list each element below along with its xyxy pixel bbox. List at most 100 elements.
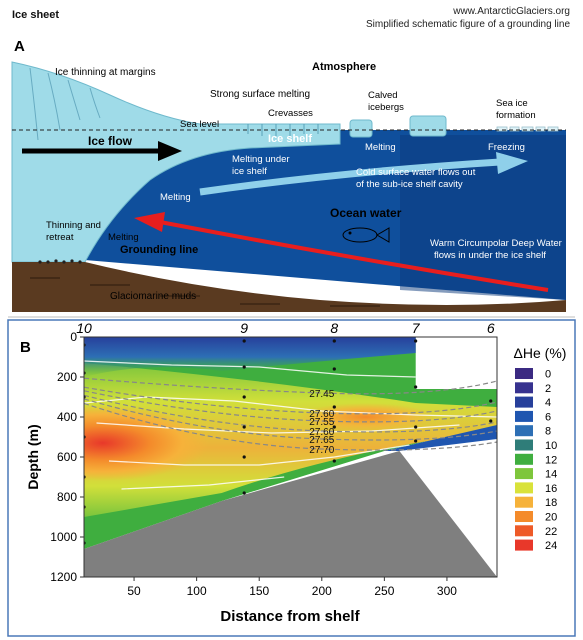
he-contour <box>108 444 410 466</box>
sample-point <box>414 385 418 389</box>
panel-a-schematic: A Ice thinning at margins Atmosphere Str… <box>11 38 566 312</box>
crevasses-label: Crevasses <box>268 108 313 119</box>
y-tick-label: 800 <box>57 490 77 504</box>
ocean-water-label: Ocean water <box>330 206 402 220</box>
melting-label-mid: Melting <box>160 192 191 203</box>
thinning-label-2: retreat <box>46 232 74 243</box>
he-contour <box>84 360 416 378</box>
melting-label-top: Melting <box>365 142 396 153</box>
legend-swatch <box>515 382 533 394</box>
station-label: 10 <box>76 320 92 336</box>
sample-point <box>332 459 336 463</box>
isopycnal-line <box>84 386 497 415</box>
legend-title: ΔHe (%) <box>514 345 567 361</box>
thinning-label-1: Thinning and <box>46 220 101 231</box>
sample-point <box>242 425 246 429</box>
station-label: 7 <box>412 320 421 336</box>
panel-a-label: A <box>14 38 25 55</box>
isopycnal-line <box>84 394 497 433</box>
y-tick-label: 0 <box>70 330 77 344</box>
sample-point <box>414 339 418 343</box>
legend-swatch <box>515 439 533 451</box>
y-tick-label: 400 <box>57 410 77 424</box>
legend-swatch <box>515 539 533 551</box>
warm-band <box>84 363 497 517</box>
y-axis-title: Depth (m) <box>25 424 41 489</box>
sample-point <box>242 339 246 343</box>
isopycnal-line <box>84 398 497 441</box>
sample-point <box>332 367 336 371</box>
strong-melting-label: Strong surface melting <box>210 89 310 100</box>
isopycnal-lines <box>84 377 497 451</box>
isopycnal-label: 27.60 <box>309 427 334 438</box>
isopycnal-line <box>84 390 497 423</box>
he-contours <box>84 360 497 490</box>
sample-point <box>414 425 418 429</box>
x-tick-label: 50 <box>127 584 141 598</box>
sample-point <box>332 425 336 429</box>
sediment <box>12 262 566 312</box>
legend-swatch <box>515 468 533 480</box>
ice-shelf-label: Ice shelf <box>268 133 312 145</box>
ice-sheet <box>11 61 341 263</box>
legend-value: 24 <box>545 540 557 552</box>
isopycnal-line <box>84 377 497 395</box>
station-label: 8 <box>330 320 338 336</box>
sample-point <box>414 439 418 443</box>
he-contour <box>121 476 285 490</box>
source-url: www.AntarcticGlaciers.org <box>452 6 570 17</box>
legend-swatch <box>515 453 533 465</box>
legend-value: 10 <box>545 440 557 452</box>
cold-water-label-1: Cold surface water flows out <box>356 167 476 178</box>
figure-title: Ice sheet <box>12 9 59 21</box>
sea-ice-label-1: Sea ice <box>496 98 528 109</box>
cold-water-arrow <box>199 158 501 196</box>
y-tick-label: 1200 <box>50 570 77 584</box>
station-label: 9 <box>240 320 248 336</box>
warm-water-label-1: Warm Circumpolar Deep Water <box>430 238 562 249</box>
iceberg-1 <box>349 119 373 138</box>
legend-value: 12 <box>545 454 557 466</box>
legend-value: 6 <box>545 411 551 423</box>
isopycnal-label: 27.65 <box>309 435 334 446</box>
isopycnal-label: 27.55 <box>309 417 334 428</box>
melting-under-label-1: Melting under <box>232 154 290 165</box>
legend-value: 16 <box>545 483 557 495</box>
legend-swatch <box>515 496 533 508</box>
legend-swatch <box>515 368 533 379</box>
x-tick-label: 100 <box>187 584 207 598</box>
freezing-label: Freezing <box>488 142 525 153</box>
sample-point <box>242 395 246 399</box>
ice-flow-label: Ice flow <box>88 134 133 148</box>
sample-point <box>489 419 493 423</box>
legend-swatch <box>515 525 533 537</box>
legend-value: 22 <box>545 526 557 538</box>
x-tick-label: 150 <box>249 584 269 598</box>
legend-value: 18 <box>545 497 557 509</box>
legend-swatch <box>515 482 533 494</box>
ice-thinning-label: Ice thinning at margins <box>55 67 156 78</box>
panel-b-label: B <box>20 339 31 356</box>
x-axis-title: Distance from shelf <box>220 608 360 625</box>
legend-value: 20 <box>545 512 557 524</box>
legend-value: 8 <box>545 426 551 438</box>
sample-point <box>332 339 336 343</box>
legend-swatch <box>515 511 533 522</box>
he-contour <box>84 396 497 418</box>
atmosphere-label: Atmosphere <box>312 61 376 73</box>
isopycnal-label: 27.45 <box>309 389 334 400</box>
fish-icon <box>342 227 390 243</box>
legend-swatch <box>515 410 533 422</box>
station-label: 6 <box>487 320 495 336</box>
melting-label-low: Melting <box>108 232 139 243</box>
seafloor <box>84 451 497 577</box>
x-tick-label: 300 <box>437 584 457 598</box>
legend-swatch <box>515 396 533 408</box>
hot-core-east <box>296 403 435 431</box>
x-tick-label: 200 <box>312 584 332 598</box>
legend-swatch <box>515 425 533 437</box>
